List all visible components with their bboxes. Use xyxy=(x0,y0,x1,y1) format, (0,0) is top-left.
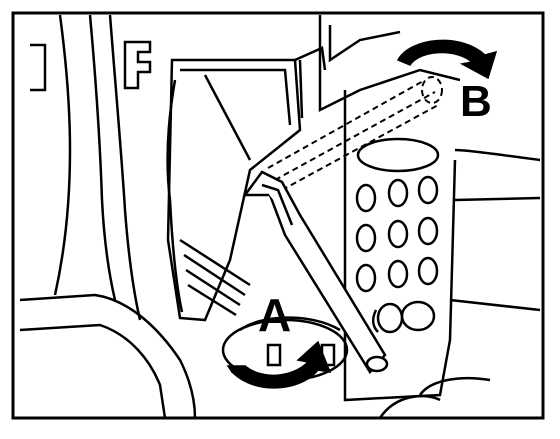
grille-holes xyxy=(355,137,440,334)
hex-key-dashed xyxy=(267,76,443,191)
rotation-arrow-a-icon xyxy=(226,340,332,389)
hex-key-solid xyxy=(242,170,389,375)
inner-panel xyxy=(166,46,327,322)
label-a: A xyxy=(258,289,292,341)
radio-body xyxy=(318,15,541,419)
frame-border xyxy=(11,11,545,420)
rotation-arrow-b-icon xyxy=(396,39,498,80)
bracket-cutout xyxy=(123,40,152,90)
housing-outline xyxy=(19,14,197,419)
label-b: B xyxy=(460,77,492,126)
